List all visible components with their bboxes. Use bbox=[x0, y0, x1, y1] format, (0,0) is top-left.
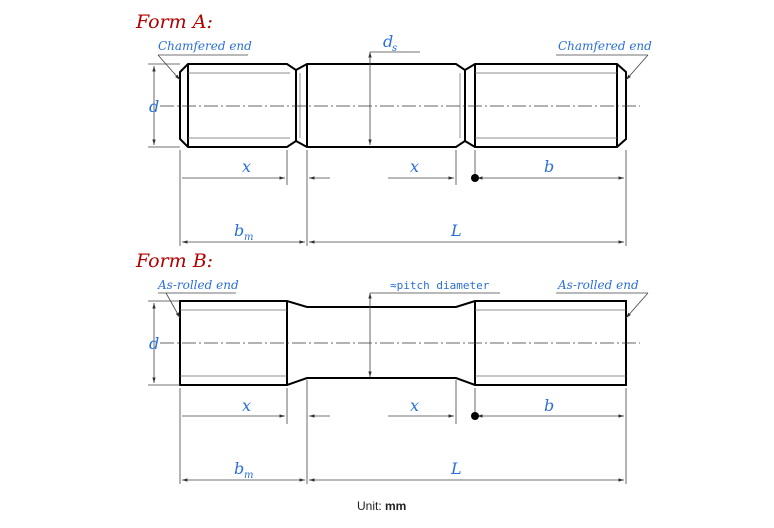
form-b-b-label: b bbox=[544, 396, 554, 415]
form-a-L-label: L bbox=[450, 221, 462, 240]
form-a-b-label: b bbox=[544, 157, 554, 176]
form-a-chamfer-left-label: Chamfered end bbox=[158, 39, 252, 53]
form-a-x1-label: x bbox=[242, 157, 251, 176]
form-a-ds-label: d bbox=[383, 32, 393, 51]
form-a-ds-subscript: s bbox=[392, 43, 397, 54]
form-a-bm-label: b bbox=[234, 221, 244, 240]
form-a-d-label: d bbox=[149, 97, 159, 116]
unit-value: mm bbox=[385, 499, 406, 513]
form-b-x2-label: x bbox=[410, 396, 419, 415]
form-b-pitch-diameter-label: ≈pitch diameter bbox=[390, 279, 490, 292]
form-b-d-label: d bbox=[149, 334, 159, 353]
form-b-bm-label: b bbox=[234, 459, 244, 478]
form-b-L-label: L bbox=[450, 459, 462, 478]
form-b-title: Form B: bbox=[135, 250, 213, 272]
form-a-left-thread-body bbox=[179, 63, 297, 148]
form-a-chamfer-right-label: Chamfered end bbox=[558, 39, 652, 53]
form-b-reference-dot bbox=[471, 412, 479, 420]
form-b-x1-label: x bbox=[242, 396, 251, 415]
form-b-rolled-left-label: As-rolled end bbox=[157, 278, 239, 292]
form-a-x2-label: x bbox=[410, 157, 419, 176]
unit-caption: Unit: mm bbox=[357, 499, 406, 513]
form-a-shank bbox=[295, 63, 466, 148]
form-a-reference-dot bbox=[471, 174, 479, 182]
form-a-group: Form A: Chamfered end Chamfered end d bbox=[135, 11, 652, 246]
form-b-bm-subscript: m bbox=[244, 470, 253, 481]
form-b-rolled-right-label: As-rolled end bbox=[557, 278, 639, 292]
form-a-bm-subscript: m bbox=[244, 232, 253, 243]
form-b-group: Form B: As-rolled end As-rolled end ≈pit… bbox=[135, 250, 649, 484]
unit-prefix: Unit: bbox=[357, 499, 385, 513]
form-a-title: Form A: bbox=[135, 11, 213, 33]
form-a-right-thread-body bbox=[464, 63, 627, 148]
